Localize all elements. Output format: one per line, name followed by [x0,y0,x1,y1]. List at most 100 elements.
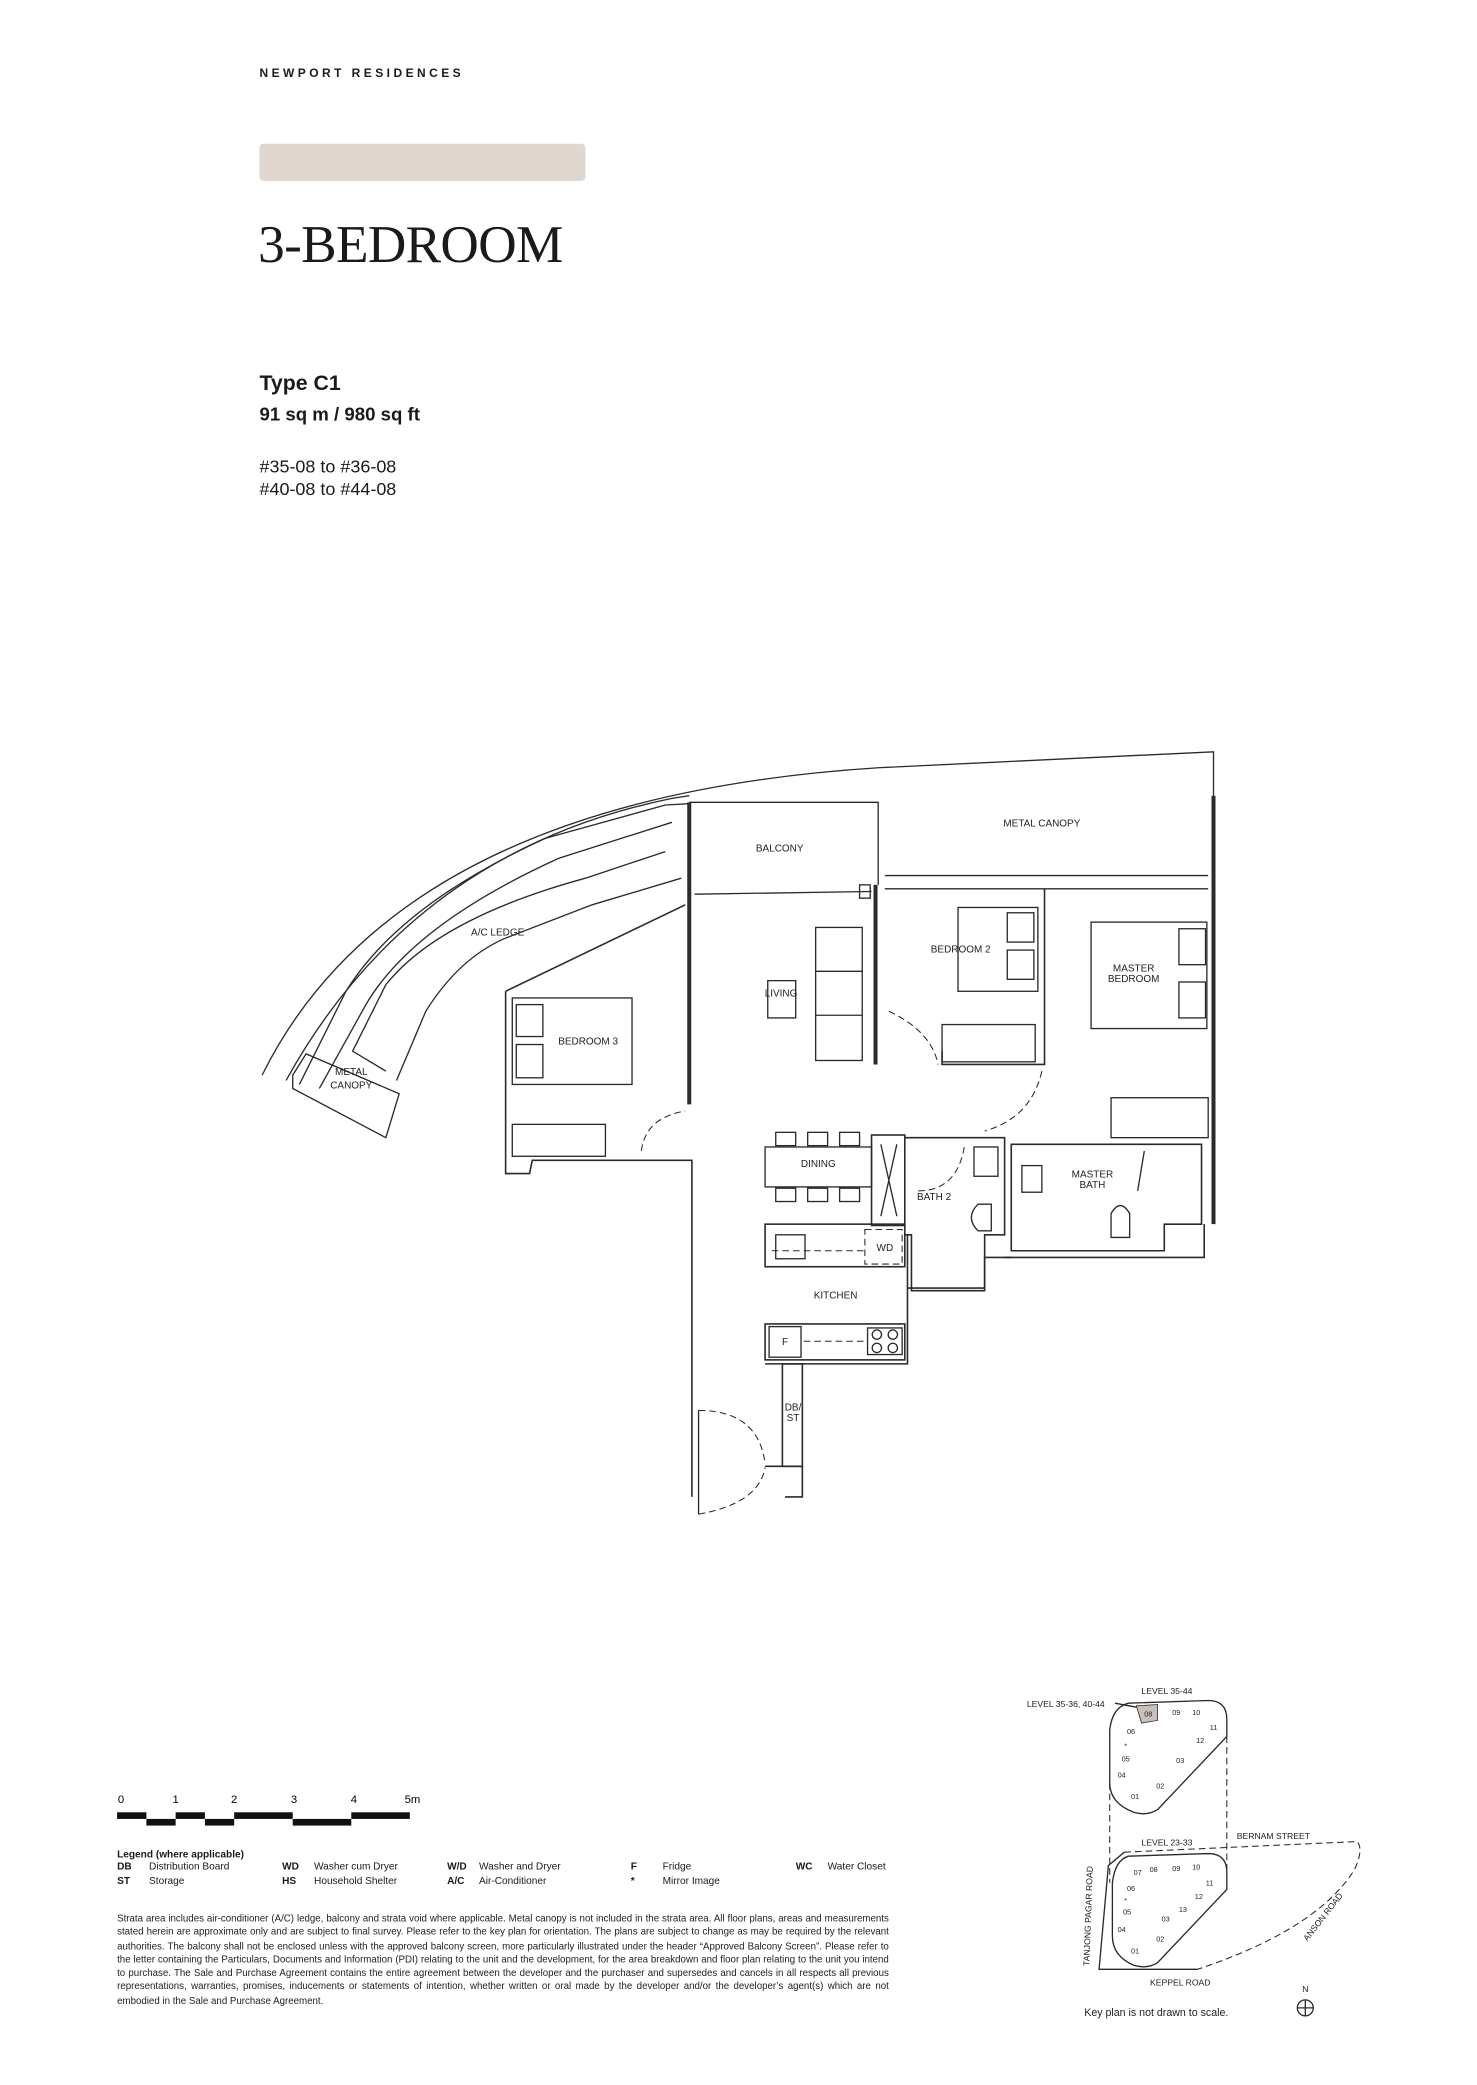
key-unit-number: 10 [1192,1862,1200,1871]
label-fridge: F [782,1337,788,1348]
brand-name: NEWPORT RESIDENCES [259,66,465,80]
legend-value: Washer and Dryer [479,1860,561,1873]
scale-tick: 0 [118,1794,124,1806]
key-unit-number: 11 [1210,1723,1218,1732]
legend-key: A/C [447,1874,465,1887]
label-master-bath: BATH [1079,1180,1105,1191]
key-leader [1114,1702,1137,1708]
label-ac-ledge: A/C LEDGE [471,927,525,938]
key-unit-number: * [1124,1896,1127,1905]
label-bedroom3: BEDROOM 3 [558,1037,618,1048]
bedroom3-wall [504,904,693,1497]
bedroom2-side [1006,949,1035,980]
kitchen-counter [764,1323,906,1361]
key-highlight-unit-08 [1135,1704,1159,1724]
fridge [768,1325,802,1358]
unit-area: 91 sq m / 980 sq ft [259,403,420,425]
legend-value: Mirror Image [662,1874,720,1887]
scale-seg [292,1818,352,1826]
bedroom3-side [515,1043,544,1079]
label-dining: DINING [801,1159,836,1170]
unit-stack: #40-08 to #44-08 [259,478,397,499]
label-master-bedroom: BEDROOM [1108,974,1160,985]
scale-tick: 2 [231,1794,237,1806]
key-unit-number: 03 [1176,1756,1184,1765]
chair [838,1131,861,1147]
key-unit-number: 09 [1172,1708,1180,1717]
master-bath-outer-wall [1004,1224,1205,1259]
scale-tick: 4 [351,1794,357,1806]
key-unit-number: * [1124,1741,1127,1750]
ac-ledge-inner [395,877,682,1081]
key-tower-upper [1109,1699,1228,1815]
label-metal-canopy: METAL CANOPY [1003,818,1080,829]
scale-tick: 5m [405,1794,421,1806]
door-swing [888,1010,939,1065]
page-title: 3-BEDROOM [258,214,563,275]
coffee-table [767,979,797,1019]
chair [838,1187,861,1203]
chair [775,1131,797,1147]
entrance-wall [765,1465,804,1498]
toilet [1110,1204,1131,1239]
key-unit-number: 13 [1179,1905,1187,1914]
master-side [1178,928,1207,966]
unit-stacks: #35-08 to #36-08 #40-08 to #44-08 [259,456,396,500]
kitchen-counter [764,1223,906,1268]
burner [871,1329,883,1340]
legend-key: WD [282,1860,299,1873]
legend-value: Storage [149,1874,185,1887]
key-unit-number: 09 [1172,1864,1180,1873]
door-leaf [1137,1150,1145,1191]
key-site-boundary [1098,1851,1198,1970]
north-arrow-icon [1296,1999,1314,2017]
master-bath-wall [1010,1143,1203,1252]
label-bath2: BATH 2 [917,1192,952,1203]
key-unit-number: 05 [1122,1755,1130,1764]
key-unit-number: 01 [1131,1946,1139,1955]
key-unit-number: 10 [1192,1708,1200,1717]
legend-key: WC [795,1860,813,1873]
key-tower-lower [1111,1852,1228,1968]
road-tanjong-pagar: TANJONG PAGAR ROAD [1081,1866,1094,1966]
unit-type: Type C1 [259,372,341,396]
label-db-st: DB/ [785,1402,802,1413]
key-link-line [1109,1736,1228,1883]
key-unit-number: 01 [1131,1792,1139,1801]
road-bernam: BERNAM STREET [1237,1831,1311,1841]
scale-seg [175,1812,205,1819]
key-unit-number: 02 [1156,1934,1164,1943]
toilet [970,1203,992,1232]
canopy-outline [261,751,1215,1076]
door-swing [984,1071,1043,1132]
scale-bar: 0 1 2 3 4 5m [117,1794,420,1826]
door-swing [918,1144,966,1192]
legend-value: Distribution Board [149,1860,230,1873]
master-side [1178,981,1207,1019]
shaft-cross [880,1144,898,1217]
key-plan: LEVEL 35-44 LEVEL 35-36, 40-44 LEVEL 23-… [1027,1686,1361,2019]
road-anson: ANSON ROAD [1301,1891,1345,1943]
key-unit-number: 12 [1196,1736,1204,1745]
scale-seg [204,1818,235,1826]
shaft [870,1134,906,1227]
ac-ledge-outline [318,821,673,1089]
canopy-outline-inner [285,795,690,1081]
key-level-highlight: LEVEL 35-36, 40-44 [1027,1699,1105,1709]
metal-canopy-left [292,1052,400,1139]
scale-seg [117,1812,147,1819]
key-unit-number: 04 [1118,1925,1126,1934]
burner [887,1342,899,1354]
legend-key: DB [117,1860,132,1873]
ac-ledge-outline [298,803,690,1085]
key-unit-number: 08 [1144,1709,1152,1718]
key-unit-number: 06 [1127,1727,1135,1736]
label-metal-canopy-left: METAL [335,1067,368,1078]
bedroom2-bed [957,906,1039,992]
label-metal-canopy-left: CANOPY [330,1080,372,1091]
